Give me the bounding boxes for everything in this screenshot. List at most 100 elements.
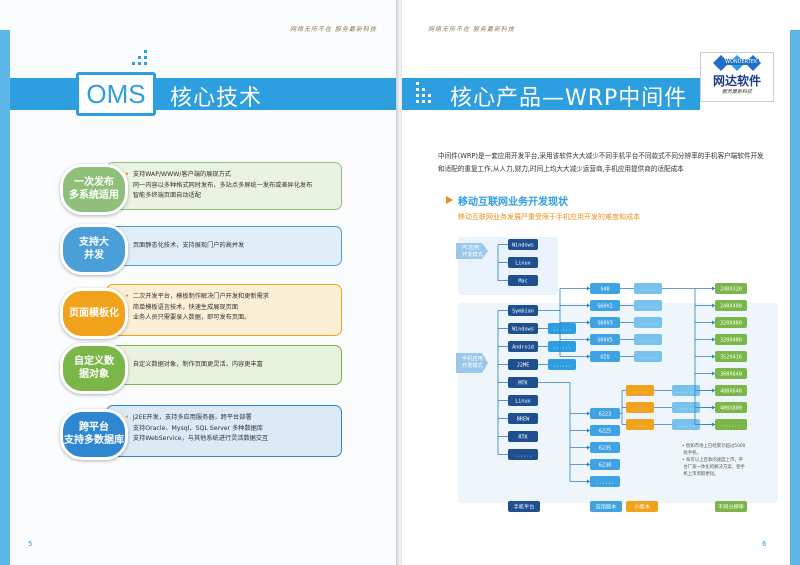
- logo-name: 网达软件: [712, 74, 761, 88]
- feature-row: •支持WAP/WWW/客户端的展现方式•同一内容以多种格式同时发布，多站点多屏统…: [60, 162, 342, 215]
- version-ellipsis-label: ......: [639, 355, 658, 361]
- subversion-label: ......: [631, 406, 650, 412]
- version-box: [590, 351, 620, 362]
- version-ellipsis-label: ......: [639, 338, 658, 344]
- version-label: S40: [600, 287, 609, 293]
- mobile-platform-label: BREW: [517, 417, 530, 423]
- feature-point-text: 智能多终端页面自动适配: [132, 192, 201, 199]
- feature-card: •自定义数据对象，制作页面更灵活，内容更丰富: [106, 345, 342, 385]
- version-box: [590, 442, 620, 453]
- version-box: [590, 408, 620, 419]
- version-label: 6225: [599, 429, 612, 435]
- pc-label-arrow: [456, 243, 488, 259]
- footer-category-label: 小版本: [634, 503, 650, 511]
- arrow-head: [712, 320, 715, 325]
- footer-category-box: [590, 501, 622, 512]
- feature-point-text: J2EE开发，支持多应用服务器，跨平台部署: [132, 414, 252, 421]
- left-page-number: 5: [28, 540, 33, 548]
- pc-platform-label: Mac: [518, 279, 527, 285]
- arrow-head: [587, 479, 590, 484]
- arrow-head: [587, 337, 590, 342]
- mobile-platform-box: [508, 431, 538, 442]
- subversion-ellipsis-box: [672, 419, 700, 430]
- version-box: [590, 476, 620, 487]
- version-ellipsis-box: [634, 334, 662, 345]
- feature-point-text: 二次开发平台，模板制作解决门户开发和更新需求: [132, 293, 269, 300]
- feature-point-text: 页面静态化技术，支持展现门户的高并发: [132, 242, 245, 249]
- resolution-box: [715, 385, 747, 396]
- feature-pill: 跨平台 支持多数据库: [60, 408, 128, 460]
- ellipsis-box: [548, 359, 576, 370]
- version-ellipsis-box: [634, 300, 662, 311]
- feature-point: •二次开发平台，模板制作解决门户开发和更新需求: [125, 292, 333, 303]
- feature-row: •二次开发平台，模板制作解决门户开发和更新需求•简单模板语言技术，快速生成展现页…: [60, 284, 342, 339]
- bullet-icon: •: [125, 171, 129, 178]
- mobile-label-arrow: [456, 353, 488, 373]
- feature-point: •支持Oracle、Mysql、SQL Server 多种数据库: [125, 424, 333, 435]
- left-sidebar-stripe: [0, 30, 10, 565]
- feature-card: •支持WAP/WWW/客户端的展现方式•同一内容以多种格式同时发布，多站点多屏统…: [106, 162, 342, 210]
- section-subtitle: 移动互联网业务发展严重受限于手机应用开发的难度和成本: [458, 213, 640, 221]
- footer-category-box: [508, 501, 540, 512]
- arrow-head: [587, 411, 590, 416]
- subversion-label: ......: [631, 423, 650, 429]
- market-note: • 假如市场上已经累计超过5000 款手机，• 每可以上百款的速度上市，平 台厂…: [682, 442, 746, 477]
- feature-row: •J2EE开发，支持多应用服务器，跨平台部署•支持Oracle、Mysql、SQ…: [60, 405, 342, 460]
- ellipsis-label: ......: [553, 327, 572, 333]
- version-box: [590, 334, 620, 345]
- feature-point-text: 自定义数据对象，制作页面更灵活，内容更丰富: [132, 361, 263, 368]
- subversion-box: [626, 419, 654, 430]
- bullet-icon: •: [125, 414, 129, 421]
- arrow-head: [587, 462, 590, 467]
- pc-platform-label: Linux: [515, 261, 531, 267]
- subversion-ellipsis-box: [672, 402, 700, 413]
- feature-point: •J2EE开发，支持多应用服务器，跨平台部署: [125, 413, 333, 424]
- footer-category-box: [715, 501, 747, 512]
- mobile-platform-box: [508, 359, 538, 370]
- ellipsis-label: ......: [553, 363, 572, 369]
- logo-slogan: 服务最新科技: [721, 89, 752, 95]
- mobile-platform-label: MTK: [518, 381, 528, 387]
- version-box: [590, 317, 620, 328]
- mobile-platform-label: J2ME: [517, 363, 530, 369]
- oms-label-box: OMS: [76, 72, 156, 116]
- feature-point: •业务人员只需要录入数据，即可发布页面。: [125, 313, 333, 324]
- resolution-box: [715, 402, 747, 413]
- resolution-label: ......: [722, 423, 741, 429]
- logo-brand-text: WONDERTEK: [723, 59, 760, 65]
- resolution-label: 480X800: [720, 406, 742, 412]
- resolution-label: 352X416: [720, 355, 742, 361]
- mobile-platform-box: [508, 305, 538, 316]
- feature-point-text: 支持WAP/WWW/客户端的展现方式: [132, 171, 231, 178]
- feature-point: •简单模板语言技术，快速生成展现页面: [125, 303, 333, 314]
- mobile-platform-box: [508, 413, 538, 424]
- footer-category-label: 不同分辨率: [718, 503, 744, 511]
- pc-platform-box: [508, 257, 538, 268]
- version-ellipsis-label: ......: [639, 304, 658, 310]
- resolution-box: [715, 283, 747, 294]
- section-title: 移动互联网业务开发现状: [458, 197, 568, 208]
- arrow-head: [587, 445, 590, 450]
- platform-diagram: PC应用开发模式WindowsLinuxMac手机应用开发模式SymbianWi…: [456, 237, 778, 512]
- feature-point: •页面静态化技术，支持展现门户的高并发: [125, 241, 333, 252]
- resolution-label: 240X320: [720, 287, 742, 293]
- arrow-head: [712, 303, 715, 308]
- resolution-box: [715, 334, 747, 345]
- version-ellipsis-box: [634, 317, 662, 328]
- version-ellipsis-label: ......: [639, 287, 658, 293]
- version-label: S60V5: [597, 338, 613, 344]
- right-title-bar: 核心产品—WRP中间件: [402, 78, 700, 111]
- footer-category-box: [626, 501, 658, 512]
- resolution-box: [715, 368, 747, 379]
- arrow-head: [712, 371, 715, 376]
- subversion-box: [626, 385, 654, 396]
- arrow-head: [587, 428, 590, 433]
- ellipsis-box: [548, 323, 576, 334]
- ellipsis-box: [548, 341, 576, 352]
- version-label: UIQ: [600, 355, 609, 361]
- mobile-platform-box: [508, 395, 538, 406]
- mobile-platform-label: Windows: [512, 327, 534, 333]
- subversion-box: [626, 402, 654, 413]
- feature-point: •支持WAP/WWW/客户端的展现方式: [125, 170, 333, 181]
